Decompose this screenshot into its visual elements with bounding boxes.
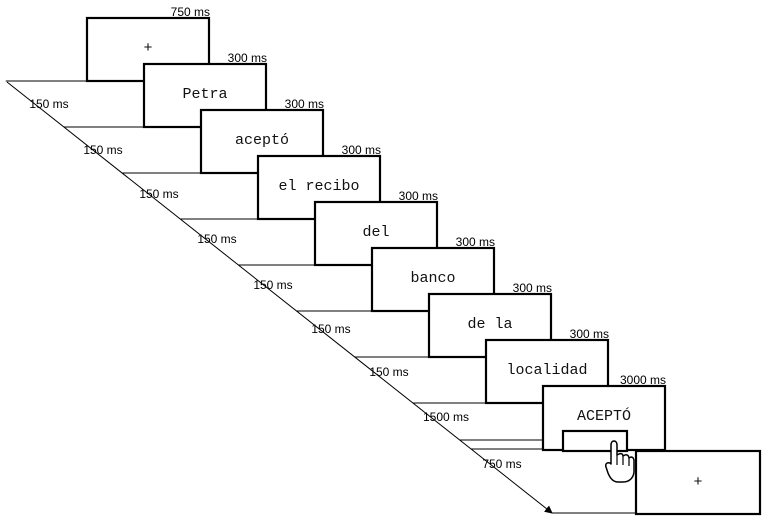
response-area	[561, 429, 635, 483]
screen-duration-label: 300 ms	[228, 51, 267, 65]
screen-word: ACEPTÓ	[577, 407, 631, 425]
screen-word: localidad	[506, 362, 587, 379]
isi-duration-label: 150 ms	[253, 278, 292, 292]
screen-duration-label: 300 ms	[456, 235, 495, 249]
screen-word: de la	[467, 316, 512, 333]
screen-word: Petra	[182, 86, 227, 103]
screen-word: el recibo	[278, 178, 359, 195]
timeline	[5, 80, 636, 514]
screens: +750 ms Petra 300 ms aceptó 300 ms el recibo 3…	[85, 5, 667, 452]
isi-duration-label: 1500 ms	[423, 410, 469, 424]
duration-labels: 150 ms 150 ms 150 ms 150 ms 150 ms 150 ms 150 …	[29, 97, 521, 471]
screen-frame	[634, 449, 762, 516]
final-fixation-screen: +	[634, 449, 762, 516]
screen-duration-label: 300 ms	[399, 189, 438, 203]
screen-duration-label: 300 ms	[342, 143, 381, 157]
isi-duration-label: 150 ms	[369, 365, 408, 379]
screen-duration-label: 300 ms	[285, 97, 324, 111]
screen-word: aceptó	[235, 132, 289, 149]
final-screen-word: +	[693, 474, 702, 491]
isi-duration-label: 150 ms	[197, 232, 236, 246]
time-axis-line	[6, 81, 553, 514]
screen-duration-label: 3000 ms	[620, 373, 666, 387]
screen-word: del	[362, 224, 389, 241]
isi-duration-label: 150 ms	[83, 143, 122, 157]
isi-duration-label: 750 ms	[482, 457, 521, 471]
final-screen-group: +	[634, 449, 762, 516]
screen-duration-label: 300 ms	[513, 281, 552, 295]
isi-duration-label: 150 ms	[139, 187, 178, 201]
screen-word: +	[143, 40, 152, 57]
hand-pointer-icon	[605, 440, 635, 483]
isi-duration-label: 150 ms	[29, 97, 68, 111]
screen-duration-label: 750 ms	[171, 5, 210, 19]
isi-duration-label: 150 ms	[311, 322, 350, 336]
screen-word: banco	[410, 270, 455, 287]
screen-duration-label: 300 ms	[570, 327, 609, 341]
